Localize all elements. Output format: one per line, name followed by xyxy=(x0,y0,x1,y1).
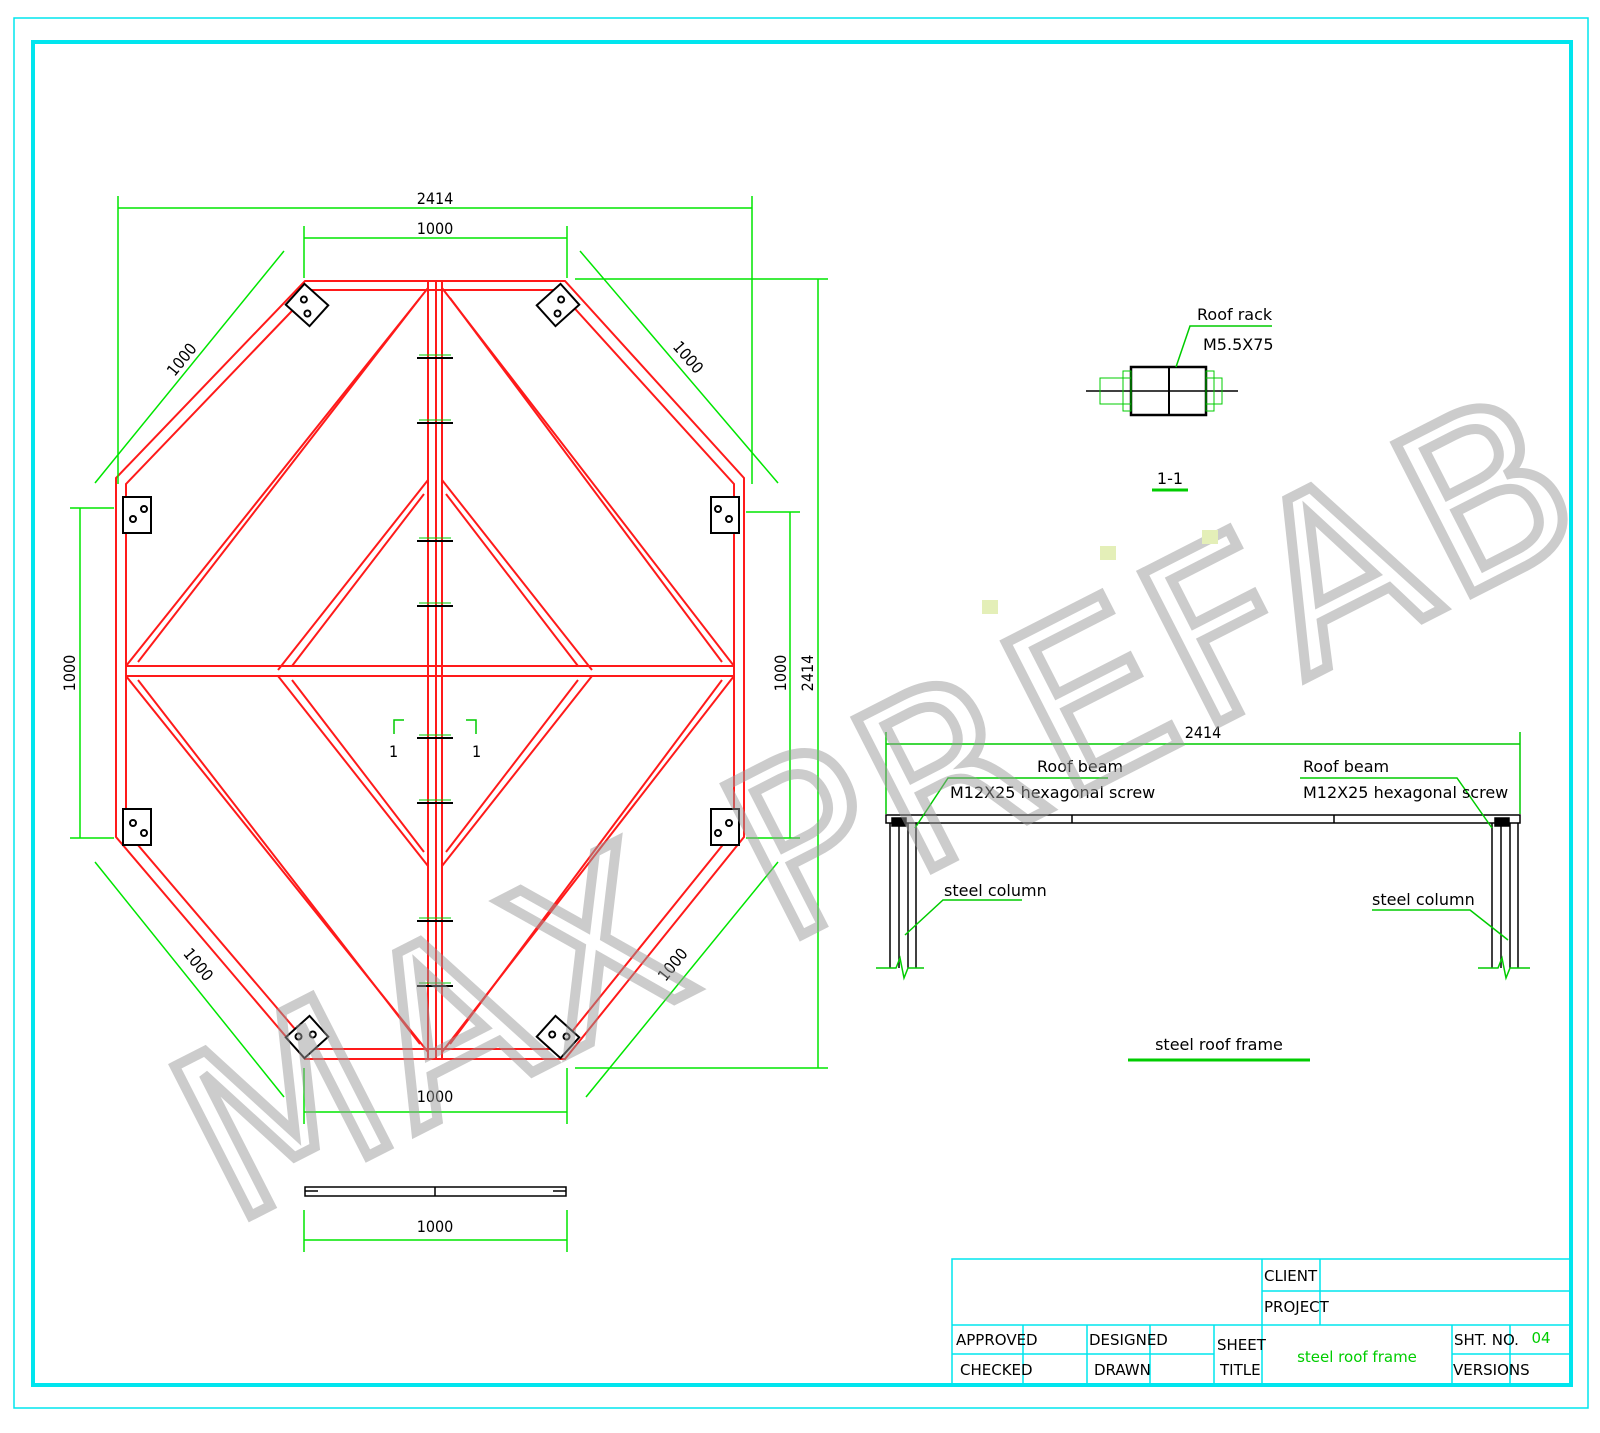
tb-sht-no: SHT. NO. xyxy=(1454,1331,1519,1349)
right-column-label: steel column xyxy=(1372,890,1475,909)
section-1-1-detail xyxy=(1086,325,1272,492)
dim-top-inner: 1000 xyxy=(417,219,454,238)
elevation-title: steel roof frame xyxy=(1155,1035,1283,1054)
roof-frame-plan xyxy=(115,280,745,1060)
dim-right-inner: 1000 xyxy=(771,655,790,692)
plan-dimension-lines xyxy=(70,196,828,1124)
tb-approved: APPROVED xyxy=(956,1331,1038,1349)
roof-elevation xyxy=(885,814,1521,968)
title-block xyxy=(951,1258,1573,1385)
beam-detail-dim: 1000 xyxy=(417,1217,454,1236)
tb-sheet-title-value: steel roof frame xyxy=(1297,1348,1417,1366)
tb-title: TITLE xyxy=(1219,1361,1261,1379)
section-marker-left: 1 xyxy=(389,742,398,761)
beam-splice-bolts xyxy=(417,357,453,987)
section-marker-right: 1 xyxy=(472,742,481,761)
tb-checked: CHECKED xyxy=(960,1361,1033,1379)
right-roof-beam-label: Roof beam xyxy=(1303,757,1389,776)
roof-rack-screw-label: M5.5X75 xyxy=(1203,335,1274,354)
watermark-dots xyxy=(982,530,1218,614)
tb-sht-no-value: 04 xyxy=(1531,1329,1550,1347)
tb-client: CLIENT xyxy=(1264,1267,1318,1285)
left-screw-label: M12X25 hexagonal screw xyxy=(950,783,1155,802)
tb-versions: VERSIONS xyxy=(1453,1361,1530,1379)
beam-detail xyxy=(304,1186,567,1197)
left-column-label: steel column xyxy=(944,881,1047,900)
section-1-1-title: 1-1 xyxy=(1157,469,1183,488)
dim-left: 1000 xyxy=(60,655,79,692)
dim-top-overall: 2414 xyxy=(417,189,454,208)
inner-border xyxy=(31,40,1573,1387)
left-roof-beam-label: Roof beam xyxy=(1037,757,1123,776)
roof-rack-label: Roof rack xyxy=(1197,305,1273,324)
right-screw-label: M12X25 hexagonal screw xyxy=(1303,783,1508,802)
tb-designed: DESIGNED xyxy=(1089,1331,1168,1349)
elevation-dim: 2414 xyxy=(1185,723,1222,742)
section-cut-marker xyxy=(393,719,477,734)
tb-drawn: DRAWN xyxy=(1094,1361,1151,1379)
corner-plates xyxy=(122,282,740,1060)
tb-project: PROJECT xyxy=(1264,1298,1330,1316)
dim-bottom: 1000 xyxy=(417,1087,454,1106)
outer-border xyxy=(13,17,1589,1409)
dim-right-overall: 2414 xyxy=(798,655,817,692)
tb-sheet: SHEET xyxy=(1217,1336,1267,1354)
